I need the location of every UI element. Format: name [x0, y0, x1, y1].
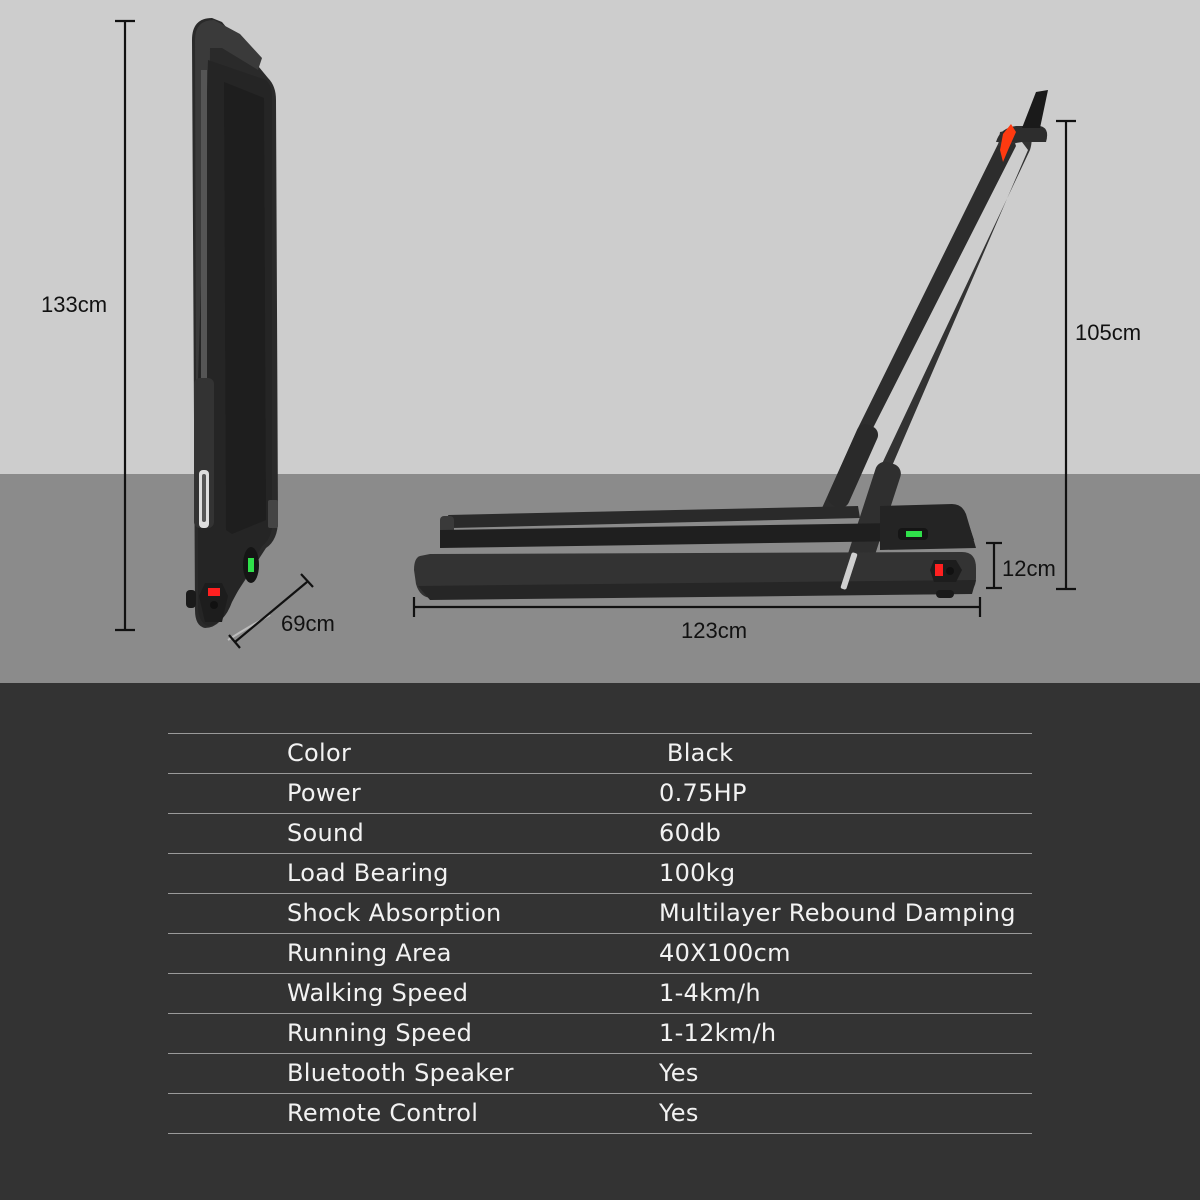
spec-label: Sound [287, 819, 365, 847]
spec-row-power: Power 0.75HP [168, 773, 1032, 813]
product-illustration [115, 18, 1076, 649]
spec-label: Color [287, 739, 352, 767]
spec-value: 100kg [659, 859, 736, 887]
length-label: 123cm [681, 618, 748, 643]
folded-height-label: 133cm [41, 292, 108, 317]
spec-value: 1-12km/h [659, 1019, 777, 1047]
spec-row-remote-control: Remote Control Yes [168, 1093, 1032, 1134]
spec-row-load-bearing: Load Bearing 100kg [168, 853, 1032, 893]
spec-value: Yes [659, 1099, 699, 1127]
spec-label: Running Speed [287, 1019, 473, 1047]
folded-treadmill-image [186, 18, 278, 641]
spec-label: Remote Control [287, 1099, 479, 1127]
spec-value: Multilayer Rebound Damping [659, 899, 1016, 927]
handle-height-label: 105cm [1075, 320, 1142, 345]
spec-label: Shock Absorption [287, 899, 502, 927]
spec-row-shock-absorption: Shock Absorption Multilayer Rebound Damp… [168, 893, 1032, 933]
spec-row-walking-speed: Walking Speed 1-4km/h [168, 973, 1032, 1013]
dimension-lines [115, 19, 1076, 649]
spec-row-bluetooth-speaker: Bluetooth Speaker Yes [168, 1053, 1032, 1093]
spec-row-sound: Sound 60db [168, 813, 1032, 853]
folded-depth-label: 69cm [281, 611, 335, 636]
spec-value: Black [659, 739, 734, 767]
spec-value: 0.75HP [659, 779, 747, 807]
spec-panel [0, 683, 1200, 1200]
spec-label: Bluetooth Speaker [287, 1059, 514, 1087]
spec-label: Power [287, 779, 362, 807]
spec-row-running-speed: Running Speed 1-12km/h [168, 1013, 1032, 1053]
spec-value: Yes [659, 1059, 699, 1087]
spec-label: Load Bearing [287, 859, 449, 887]
spec-row-color: Color Black [168, 733, 1032, 773]
spec-label: Running Area [287, 939, 452, 967]
spec-value: 1-4km/h [659, 979, 761, 1007]
spec-value: 40X100cm [659, 939, 791, 967]
spec-value: 60db [659, 819, 722, 847]
spec-row-running-area: Running Area 40X100cm [168, 933, 1032, 973]
spec-label: Walking Speed [287, 979, 469, 1007]
deck-height-label: 12cm [1002, 556, 1056, 581]
unfolded-treadmill-image [414, 90, 1048, 600]
spec-table: Color Black Power 0.75HP Sound 60db Load… [168, 733, 1032, 1134]
